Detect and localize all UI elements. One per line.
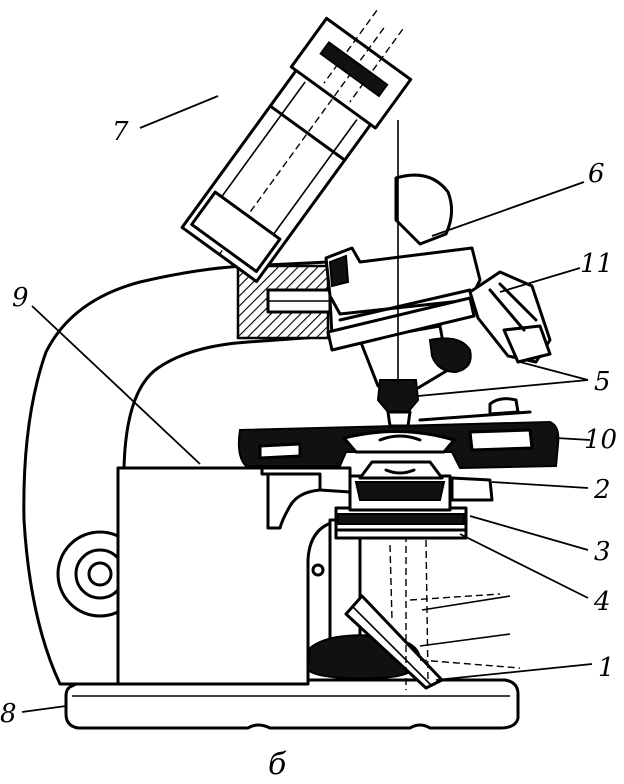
label-7: 7 <box>112 117 129 147</box>
label-1: 1 <box>598 653 615 683</box>
label-2: 2 <box>593 475 611 505</box>
condenser-assembly <box>334 460 494 540</box>
label-3: 3 <box>594 537 611 567</box>
label-8: 8 <box>0 699 17 729</box>
label-10: 10 <box>584 425 617 455</box>
label-5: 5 <box>594 367 611 397</box>
leader-lines <box>21 95 593 713</box>
microscope-base <box>64 678 520 730</box>
label-4: 4 <box>593 587 611 617</box>
callout-labels: 7 6 11 9 5 10 2 3 4 1 8 б <box>0 117 617 782</box>
label-11: 11 <box>580 249 613 279</box>
fine-focus <box>468 270 552 364</box>
label-6: 6 <box>588 159 605 189</box>
eyepiece-tube <box>180 10 453 384</box>
stage <box>237 397 560 470</box>
arm-head <box>324 246 482 352</box>
label-9: 9 <box>12 283 29 313</box>
nosepiece <box>358 324 472 428</box>
figure-caption: б <box>268 747 287 782</box>
